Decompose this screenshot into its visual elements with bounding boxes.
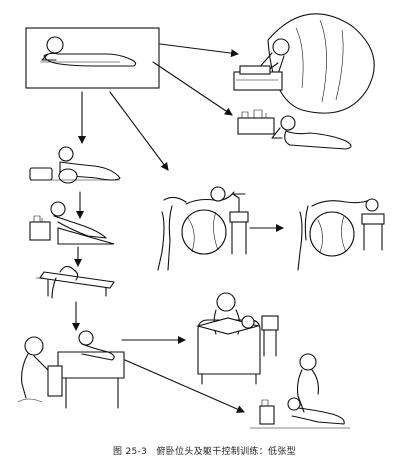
arrow-to-ball-stand xyxy=(109,91,169,171)
ball-with-toy-box-illustration xyxy=(233,13,375,114)
arrow-to-ball-wedge xyxy=(159,43,239,58)
arrow-to-floor-play xyxy=(124,359,245,413)
armchair-reading-illustration xyxy=(195,292,279,385)
adult-lap-table-illustration xyxy=(17,330,125,409)
start-box xyxy=(25,27,160,89)
arrow-to-toy-play xyxy=(152,61,233,116)
ball-stand-reach-illustration xyxy=(157,186,249,271)
prone-baby-illustration xyxy=(40,36,137,67)
floor-play-with-adult-illustration xyxy=(250,353,350,429)
prone-toy-play-illustration xyxy=(237,109,352,150)
baby-on-roll-illustration xyxy=(29,146,121,184)
baby-on-wedge-illustration xyxy=(29,201,115,245)
tilt-board-illustration xyxy=(36,265,115,299)
ball-reach-forward-illustration xyxy=(297,198,385,271)
flow-arrows xyxy=(72,43,284,413)
figure-caption: 图 25-3 俯卧位头及躯干控制训练：低张型 xyxy=(113,447,296,457)
